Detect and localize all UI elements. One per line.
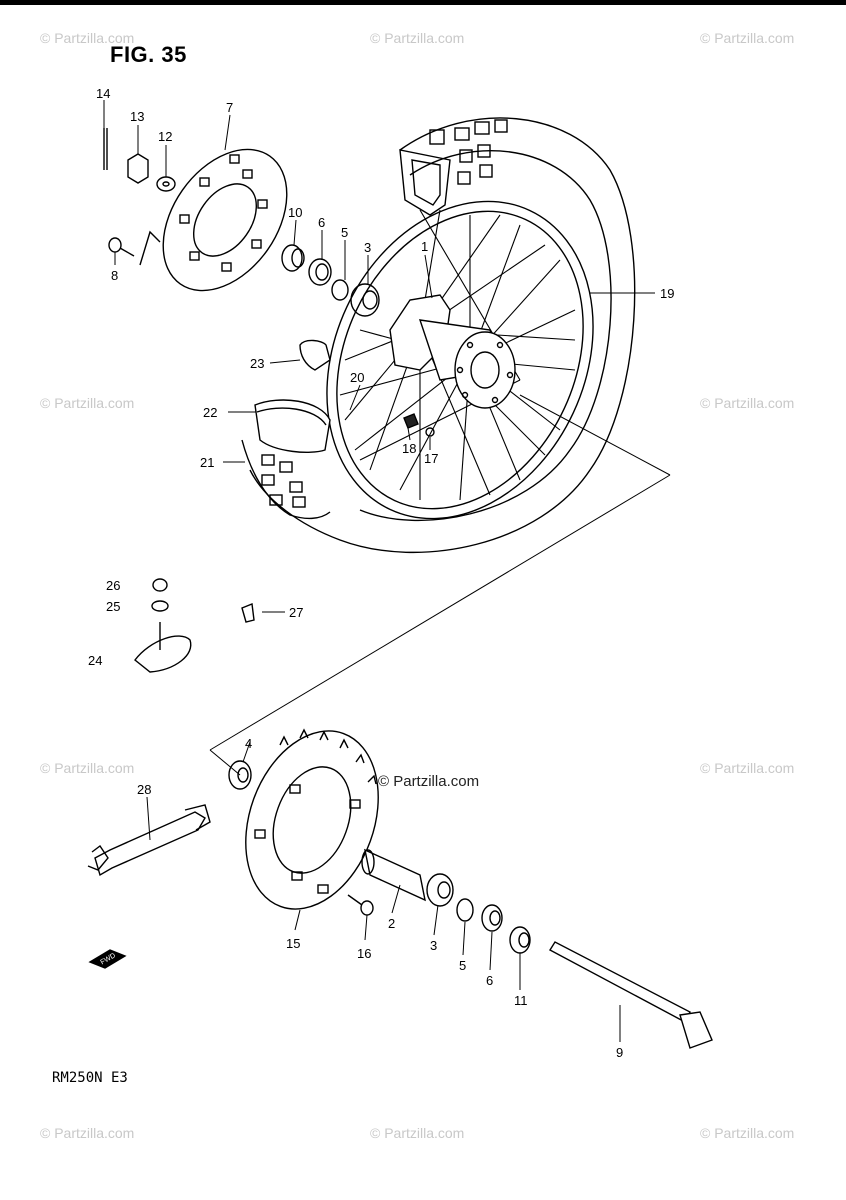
wrench <box>87 804 211 877</box>
callout-8: 8 <box>111 268 118 283</box>
callout-15: 15 <box>286 936 300 951</box>
callout-3: 3 <box>364 240 371 255</box>
callout-1: 1 <box>421 239 428 254</box>
callout-13: 13 <box>130 109 144 124</box>
tube <box>241 439 331 520</box>
watermark: © Partzilla.com <box>40 760 135 776</box>
callout-23: 23 <box>250 356 264 371</box>
callout-24: 24 <box>88 653 102 668</box>
callout-4: 4 <box>245 736 252 751</box>
watermark: © Partzilla.com <box>370 1125 465 1141</box>
watermark: © Partzilla.com <box>700 1125 795 1141</box>
callout-3b: 3 <box>430 938 437 953</box>
callout-19: 19 <box>660 286 674 301</box>
collar <box>281 244 305 272</box>
seal-lower <box>481 904 503 932</box>
top-border <box>0 0 846 5</box>
spacer <box>361 848 426 902</box>
watermark-center: © Partzilla.com <box>378 773 480 790</box>
watermark: © Partzilla.com <box>700 760 795 776</box>
callout-18: 18 <box>402 441 416 456</box>
callout-7: 7 <box>226 100 233 115</box>
watermark: © Partzilla.com <box>370 30 465 46</box>
callout-5: 5 <box>341 225 348 240</box>
rim-band <box>254 399 331 453</box>
callout-27: 27 <box>289 605 303 620</box>
disc-bolt <box>108 230 161 266</box>
callout-9: 9 <box>616 1045 623 1060</box>
callout-10: 10 <box>288 205 302 220</box>
callout-2: 2 <box>388 916 395 931</box>
leader-lines <box>103 100 655 1042</box>
callout-21: 21 <box>200 455 214 470</box>
spoke-nipples <box>403 413 435 437</box>
callout-22: 22 <box>203 405 217 420</box>
callout-12: 12 <box>158 129 172 144</box>
hub <box>389 294 516 409</box>
plug <box>241 603 255 623</box>
circlip-lower <box>456 898 474 922</box>
callout-11: 11 <box>514 993 528 1008</box>
callout-16: 16 <box>357 946 371 961</box>
sprocket-bolt <box>347 894 374 916</box>
rim-lock-washer <box>151 600 169 612</box>
callout-6b: 6 <box>486 973 493 988</box>
axle <box>549 941 713 1049</box>
callout-5b: 5 <box>459 958 466 973</box>
model-code: RM250N E3 <box>52 1070 128 1086</box>
valve-cap <box>299 339 331 371</box>
axle-nut <box>127 153 149 184</box>
callout-14: 14 <box>96 86 110 101</box>
watermark: © Partzilla.com <box>700 30 795 46</box>
callout-6: 6 <box>318 215 325 230</box>
bearing <box>350 283 380 317</box>
callouts: 14 13 12 7 10 6 5 3 1 19 8 23 20 22 21 1… <box>88 86 674 1060</box>
figure-title: FIG. 35 <box>110 42 187 67</box>
rim-lock-nut <box>152 578 168 592</box>
callout-20: 20 <box>350 370 364 385</box>
collar-lower <box>509 926 531 954</box>
watermark: © Partzilla.com <box>700 395 795 411</box>
callout-17: 17 <box>424 451 438 466</box>
callout-28: 28 <box>137 782 151 797</box>
callout-26: 26 <box>106 578 120 593</box>
rim-lock <box>134 622 192 673</box>
oil-seal <box>308 258 332 286</box>
brake-disc <box>162 148 288 292</box>
watermark: © Partzilla.com <box>40 1125 135 1141</box>
bearing-lower <box>228 760 252 790</box>
callout-25: 25 <box>106 599 120 614</box>
watermark: © Partzilla.com <box>40 395 135 411</box>
cotter-pin <box>103 128 108 170</box>
circlip <box>331 279 349 301</box>
guide-lines <box>209 394 671 776</box>
watermark: © Partzilla.com <box>40 30 135 46</box>
bearing-lower-2 <box>426 873 454 907</box>
fwd-arrow <box>88 949 127 969</box>
tire <box>249 117 636 554</box>
washer <box>156 176 176 192</box>
sprocket <box>245 728 379 910</box>
